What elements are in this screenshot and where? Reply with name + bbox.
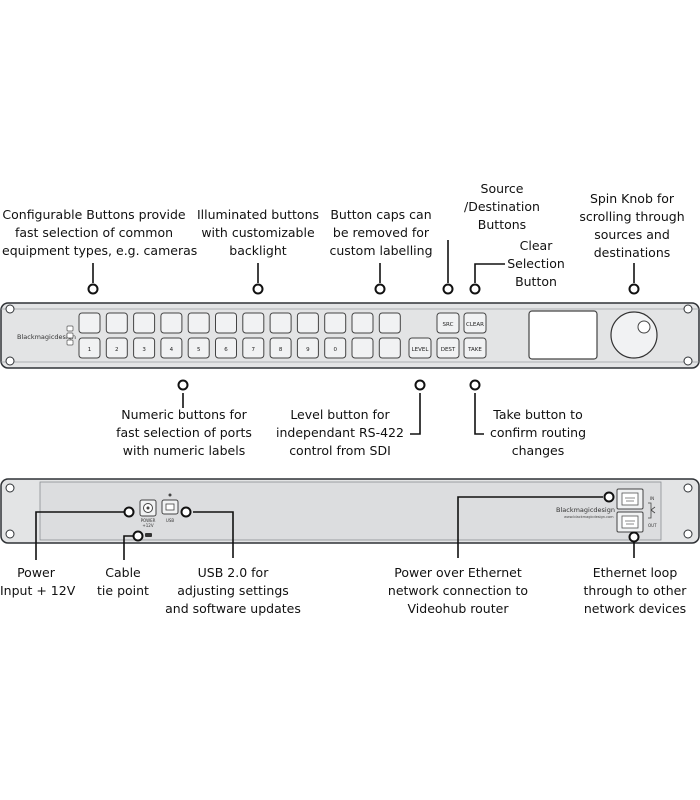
numeric-buttons: 1 2 3 4 5 6 7 8 9 0 — [78, 337, 401, 359]
ethernet-loop-callout: Ethernet loop through to other network d… — [583, 565, 687, 616]
numeric-button[interactable]: 1 — [78, 337, 101, 359]
src-button-label: SRC — [443, 322, 454, 328]
numeric-button[interactable]: 8 — [269, 337, 292, 359]
ethernet-out-label: OUT — [648, 523, 657, 528]
indicator-led — [66, 332, 74, 339]
numeric-button-label: 2 — [115, 347, 119, 353]
numeric-button-label: 4 — [170, 347, 174, 353]
rear-url: www.blackmagicdesign.com — [564, 515, 614, 519]
power-input-callout: Power Input + 12V — [0, 565, 76, 598]
power-connector[interactable]: POWER +12V — [139, 499, 157, 528]
spin-knob-callout: Spin Knob for scrolling through sources … — [579, 191, 685, 260]
rack-hole-icon — [5, 356, 15, 366]
rack-hole-icon — [5, 483, 15, 493]
lcd-screen — [528, 310, 598, 360]
numeric-button-label: 3 — [142, 347, 146, 353]
rear-brand: Blackmagicdesign — [556, 506, 615, 514]
illuminated-buttons-callout: Illuminated buttons with customizable ba… — [196, 207, 320, 258]
configurable-buttons-callout: Configurable Buttons provide fast select… — [2, 207, 198, 258]
configurable-button[interactable] — [378, 312, 401, 334]
clear-selection-callout: Clear Selection Button — [507, 238, 565, 289]
dest-button-label: DEST — [441, 347, 456, 353]
numeric-button-label: 1 — [88, 347, 92, 353]
numeric-button[interactable]: 7 — [242, 337, 265, 359]
numeric-button[interactable]: 0 — [324, 337, 347, 359]
spin-knob-icon[interactable] — [610, 311, 658, 359]
ethernet-out-port[interactable] — [616, 511, 644, 533]
src-button[interactable]: SRC — [436, 312, 460, 334]
front-callout-lines — [92, 240, 635, 435]
rack-hole-icon — [5, 304, 15, 314]
rear-callout-lines — [35, 496, 635, 560]
clear-button-label: CLEAR — [466, 322, 484, 328]
indicator-led — [66, 325, 74, 332]
numeric-button-label: 9 — [306, 347, 310, 353]
usb-connector-label: USB — [166, 518, 174, 523]
ethernet-in-port[interactable] — [616, 488, 644, 510]
configurable-buttons — [78, 312, 401, 334]
dest-button[interactable]: DEST — [436, 337, 460, 359]
numeric-button-label: 6 — [224, 347, 228, 353]
numeric-button-label: 7 — [252, 347, 256, 353]
configurable-button[interactable] — [78, 312, 101, 334]
blank-button[interactable] — [378, 337, 401, 359]
button-caps-callout: Button caps can be removed for custom la… — [329, 207, 433, 258]
cable-tie-callout: Cable tie point — [97, 565, 149, 598]
rack-hole-icon — [683, 483, 693, 493]
numeric-button-label: 8 — [279, 347, 283, 353]
configurable-button[interactable] — [351, 312, 374, 334]
configurable-button[interactable] — [296, 312, 319, 334]
configurable-button[interactable] — [324, 312, 347, 334]
front-callout-dots — [87, 283, 640, 391]
rack-hole-icon — [683, 529, 693, 539]
rack-hole-icon — [683, 356, 693, 366]
poe-callout: Power over Ethernet network connection t… — [387, 565, 529, 616]
rack-hole-icon — [5, 529, 15, 539]
level-button-callout: Level button for independant RS-422 cont… — [276, 407, 404, 458]
numeric-buttons-callout: Numeric buttons for fast selection of po… — [116, 407, 252, 458]
power-connector-label: POWER — [141, 518, 156, 523]
configurable-button[interactable] — [187, 312, 210, 334]
rear-recess — [39, 481, 662, 541]
take-button-callout: Take button to confirm routing changes — [489, 407, 587, 458]
numeric-button[interactable]: 3 — [133, 337, 156, 359]
take-button[interactable]: TAKE — [463, 337, 487, 359]
configurable-button[interactable] — [242, 312, 265, 334]
clear-button[interactable]: CLEAR — [463, 312, 487, 334]
take-button-label: TAKE — [467, 347, 482, 353]
numeric-button-label: 0 — [333, 347, 337, 353]
numeric-button[interactable]: 4 — [160, 337, 183, 359]
rear-callout-dots — [123, 491, 640, 543]
level-button-label: LEVEL — [412, 347, 430, 353]
numeric-button[interactable]: 5 — [187, 337, 210, 359]
rack-hole-icon — [683, 304, 693, 314]
numeric-button[interactable]: 9 — [296, 337, 319, 359]
configurable-button[interactable] — [215, 312, 237, 334]
loop-through-bracket-icon — [648, 502, 656, 519]
cable-tie-point-icon — [145, 533, 152, 537]
numeric-button[interactable]: 2 — [105, 337, 128, 359]
numeric-button-label: 5 — [197, 347, 201, 353]
configurable-button[interactable] — [269, 312, 292, 334]
configurable-button[interactable] — [160, 312, 183, 334]
ethernet-in-label: IN — [650, 496, 654, 501]
source-destination-callout: Source /Destination Buttons — [464, 181, 540, 232]
level-button[interactable]: LEVEL — [408, 337, 432, 359]
configurable-button[interactable] — [105, 312, 128, 334]
numeric-button[interactable]: 6 — [215, 337, 237, 359]
configurable-button[interactable] — [133, 312, 156, 334]
indicator-led — [66, 339, 74, 346]
front-brand: Blackmagicdesign — [17, 333, 76, 341]
usb-connector[interactable]: USB — [161, 493, 179, 524]
power-voltage-label: +12V — [142, 523, 153, 528]
spin-knob-dimple-icon — [637, 320, 651, 334]
usb-callout: USB 2.0 for adjusting settings and softw… — [165, 565, 301, 616]
blank-button[interactable] — [351, 337, 374, 359]
